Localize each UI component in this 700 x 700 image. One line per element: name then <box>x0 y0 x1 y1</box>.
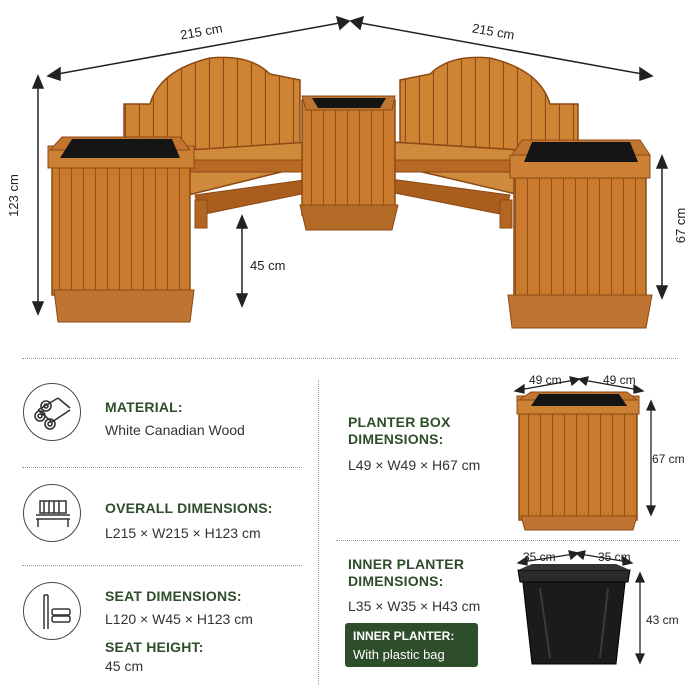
planter-box-dim-b: 49 cm <box>603 373 636 387</box>
seat-value: L120 × W45 × H123 cm <box>105 611 253 627</box>
inner-planter-value: L35 × W35 × H43 cm <box>348 598 481 614</box>
badge-text: With plastic bag <box>353 647 445 662</box>
inner-planter-title-2: DIMENSIONS: <box>348 573 444 589</box>
row-divider <box>22 467 302 468</box>
badge-title: INNER PLANTER: <box>353 629 455 643</box>
planter-box-dim-h: 67 cm <box>652 452 685 466</box>
row-divider <box>22 565 302 566</box>
seat-side-icon <box>23 582 81 640</box>
inner-planter-title-1: INNER PLANTER <box>348 556 465 572</box>
planter-box-value: L49 × W49 × H67 cm <box>348 457 481 473</box>
overall-value: L215 × W215 × H123 cm <box>105 525 261 541</box>
inner-planter-badge: INNER PLANTER: With plastic bag <box>345 623 478 667</box>
inner-planter-dim-a: 35 cm <box>523 550 556 564</box>
inner-planter-dim-b: 35 cm <box>598 550 631 564</box>
wood-logs-icon <box>23 383 81 441</box>
seat-height-value: 45 cm <box>105 658 144 674</box>
material-value: White Canadian Wood <box>105 422 245 438</box>
planter-box-title-1: PLANTER BOX <box>348 414 451 430</box>
overall-title: OVERALL DIMENSIONS: <box>105 500 273 516</box>
seat-height-title: SEAT HEIGHT: <box>105 639 204 655</box>
planter-height-label: 67 cm <box>673 207 689 244</box>
column-divider <box>318 380 319 685</box>
planter-box-title-2: DIMENSIONS: <box>348 431 444 447</box>
material-title: MATERIAL: <box>105 399 183 415</box>
planter-box-illustration <box>513 376 657 531</box>
seat-title: SEAT DIMENSIONS: <box>105 588 242 604</box>
bench-icon <box>23 484 81 542</box>
bench-illustration <box>31 15 669 329</box>
section-divider <box>22 358 678 359</box>
height-label: 123 cm <box>5 174 21 217</box>
seat-height-label: 45 cm <box>250 258 286 273</box>
inner-planter-dim-h: 43 cm <box>646 613 679 627</box>
planter-box-dim-a: 49 cm <box>529 373 562 387</box>
inner-planter-illustration <box>516 550 646 665</box>
row-divider <box>336 540 680 541</box>
